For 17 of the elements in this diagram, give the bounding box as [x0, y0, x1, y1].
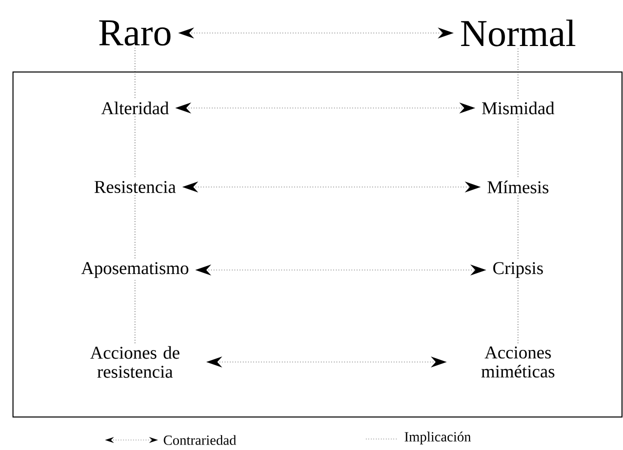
- dotted-line: [134, 116, 136, 180]
- heading-text: Normal: [461, 20, 576, 46]
- concept-text: Acciones de resistencia: [90, 346, 180, 378]
- concept-text: Cripsis: [493, 262, 543, 278]
- concept-text: Mímesis: [488, 180, 548, 194]
- frame-box: [12, 72, 622, 418]
- dotted-line: [134, 280, 136, 344]
- legend-text: Contrariedad: [164, 435, 236, 445]
- concept-text: Resistencia: [94, 180, 176, 194]
- concept-text: Mismidad: [482, 102, 554, 114]
- concept-text: Aposematismo: [81, 262, 188, 278]
- dotted-line: [134, 48, 136, 100]
- heading-text: Raro: [99, 20, 170, 46]
- concept-text: Alteridad: [101, 102, 169, 114]
- legend-text: Implicación: [404, 432, 471, 444]
- concept-text: Acciones miméticas: [481, 346, 554, 378]
- dotted-line: [134, 194, 136, 260]
